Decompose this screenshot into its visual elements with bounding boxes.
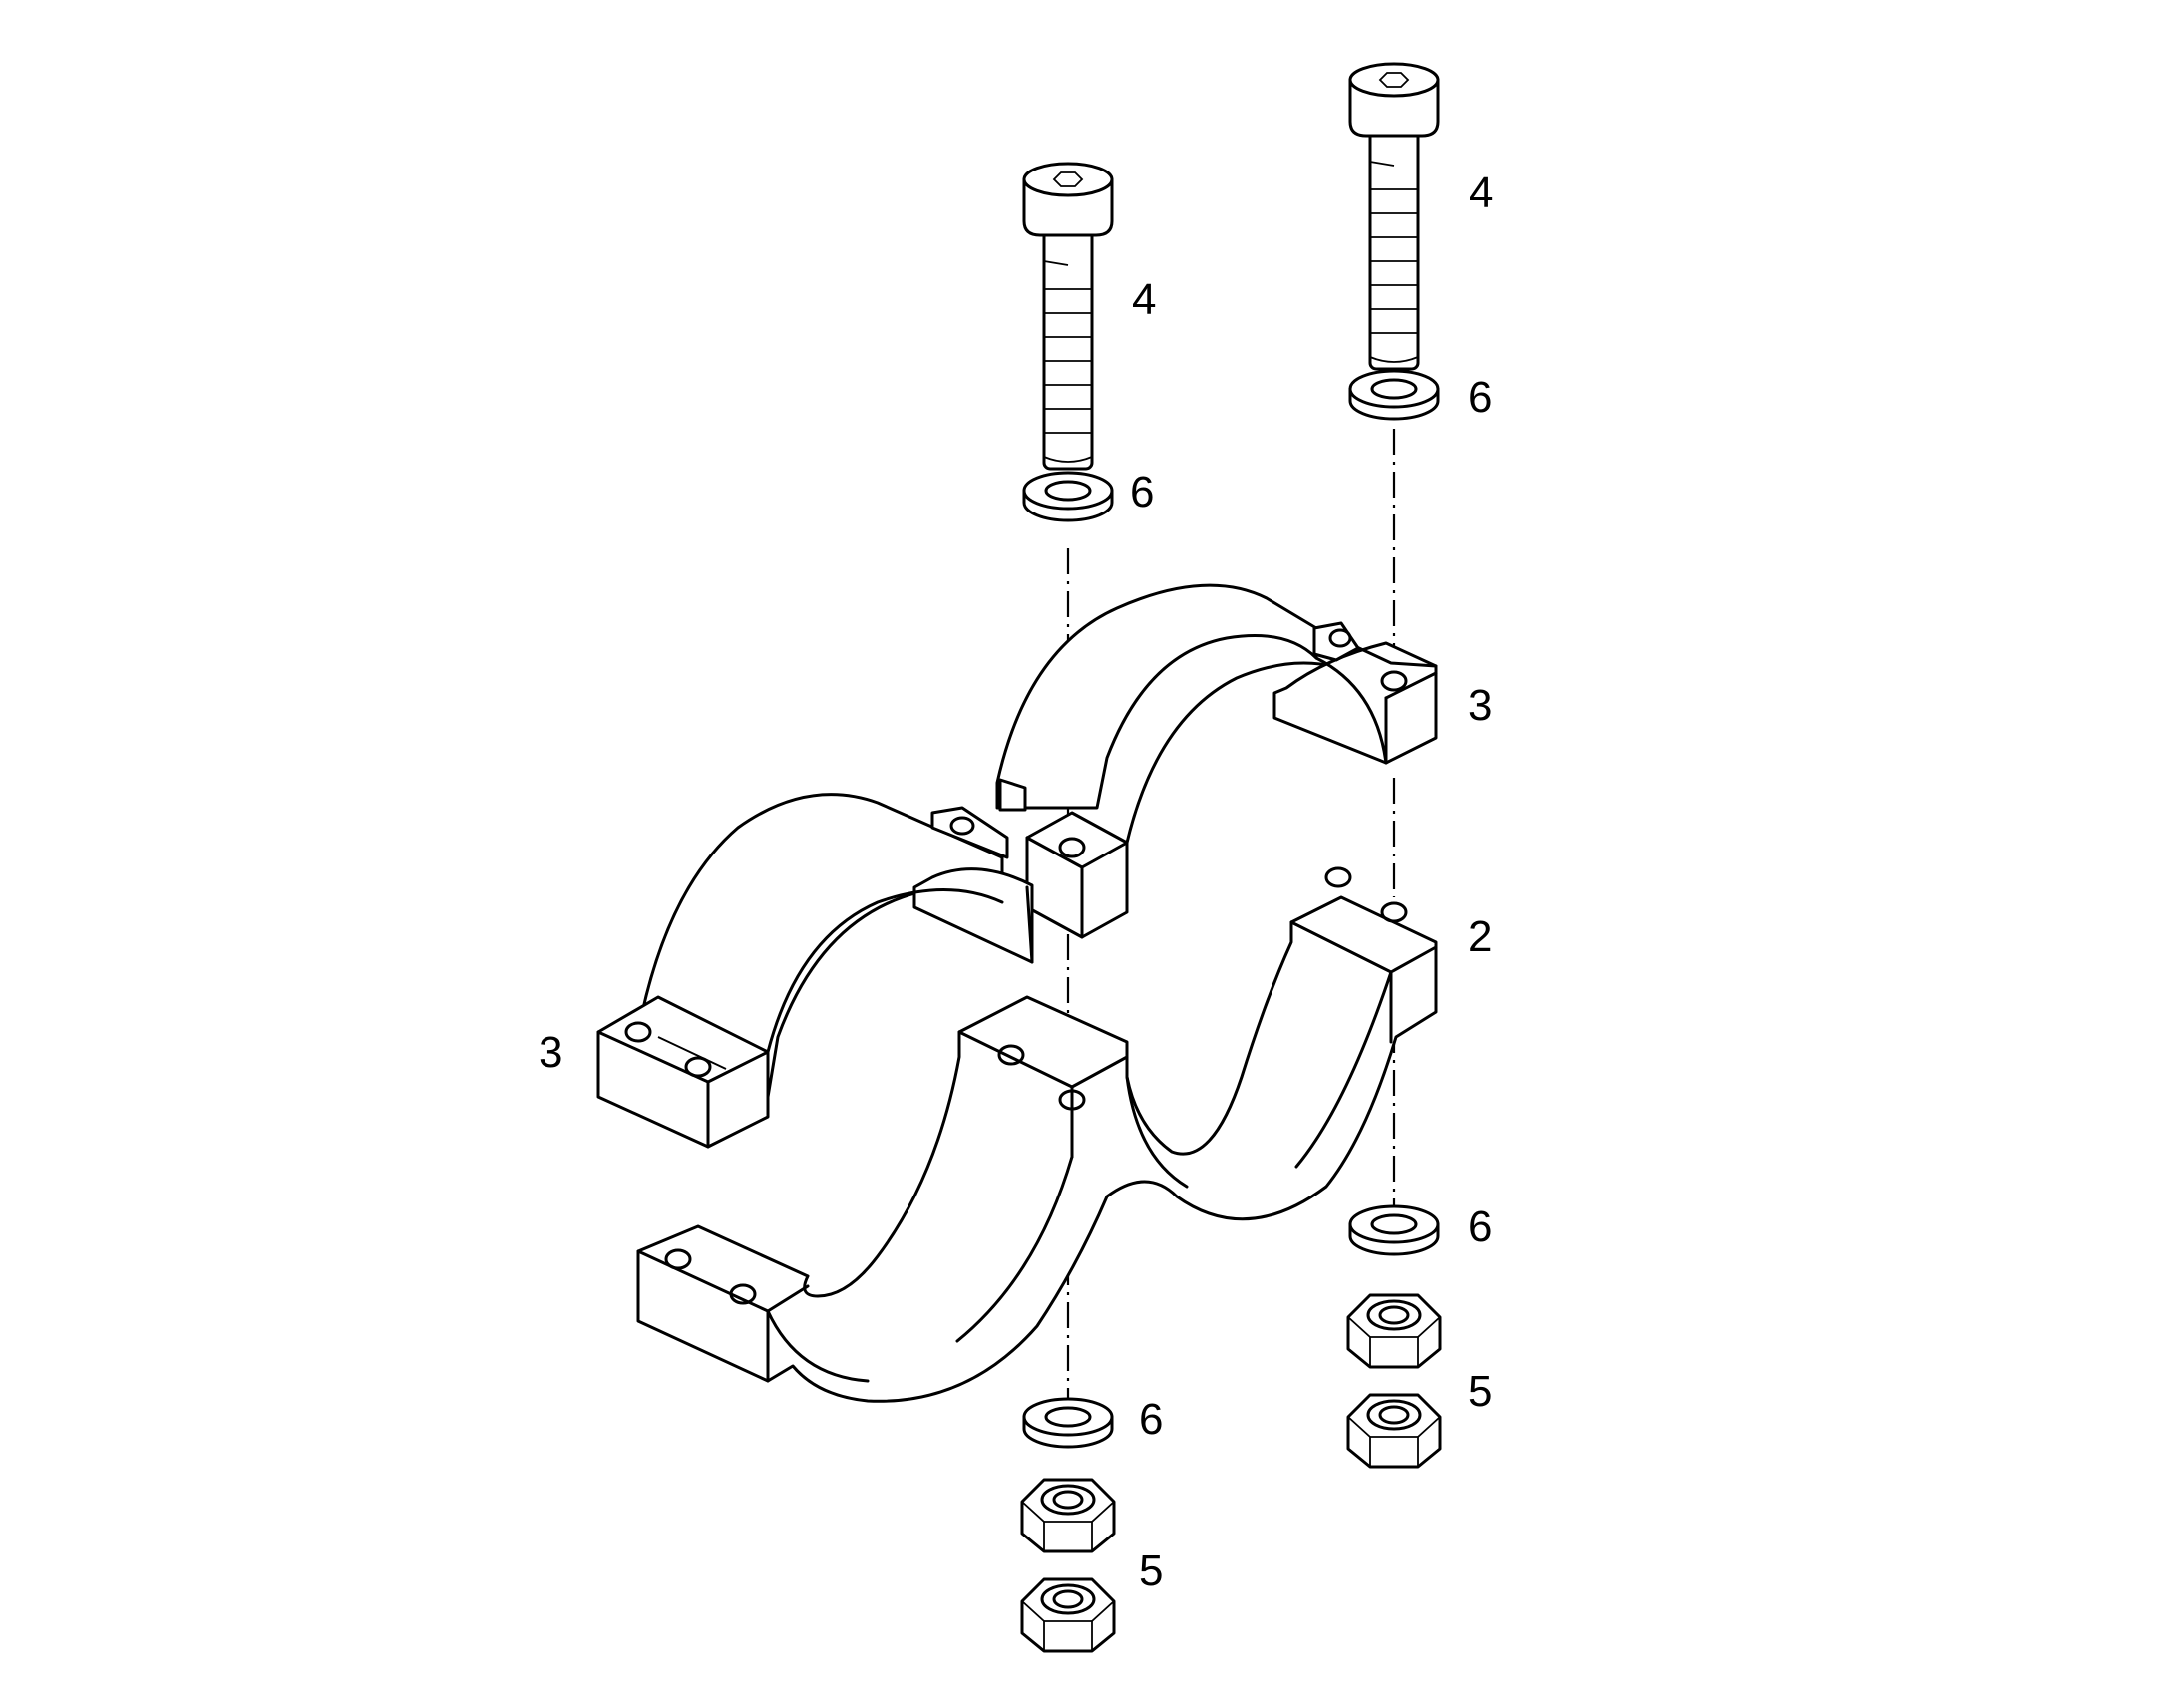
hex-nut-left-lower xyxy=(1020,1577,1116,1653)
callout-nuts-right: 5 xyxy=(1468,1367,1492,1416)
clamp-half-upper-right xyxy=(995,583,1438,939)
callout-washer-bottom-left: 6 xyxy=(1139,1395,1163,1444)
clamp-base xyxy=(636,866,1438,1403)
callout-bolt-left: 4 xyxy=(1132,275,1156,324)
washer-bottom-left xyxy=(1022,1397,1114,1449)
callout-clamp-upper-left: 3 xyxy=(539,1028,562,1077)
callout-washer-bottom-right: 6 xyxy=(1468,1202,1492,1251)
callout-clamp-upper-right: 3 xyxy=(1468,681,1492,730)
callout-washer-top-right: 6 xyxy=(1468,373,1492,422)
hex-nut-left-upper xyxy=(1020,1478,1116,1553)
hex-nut-right-lower xyxy=(1346,1393,1442,1469)
hex-nut-right-upper xyxy=(1346,1293,1442,1369)
clamp-half-upper-left xyxy=(596,793,1034,1149)
washer-top-left xyxy=(1022,471,1114,522)
callout-bolt-right: 4 xyxy=(1469,169,1493,217)
washer-top-right xyxy=(1348,369,1440,421)
callout-nuts-left: 5 xyxy=(1139,1546,1163,1595)
cap-screw-left xyxy=(1022,162,1114,471)
callout-washer-top-left: 6 xyxy=(1130,468,1154,516)
callout-clamp-base: 2 xyxy=(1468,912,1492,961)
washer-bottom-right xyxy=(1348,1204,1440,1256)
cap-screw-right xyxy=(1348,62,1440,371)
